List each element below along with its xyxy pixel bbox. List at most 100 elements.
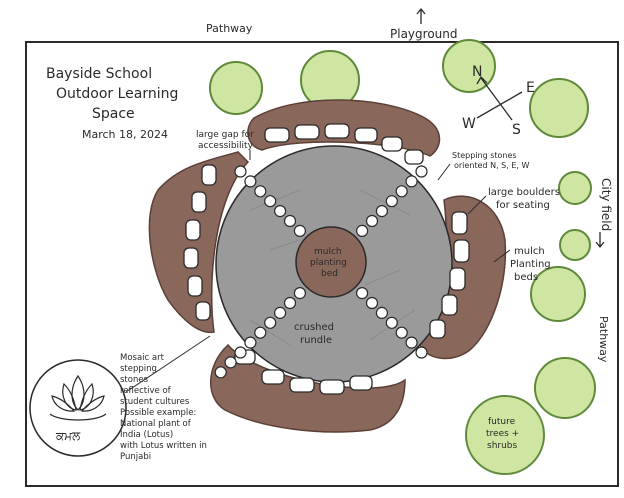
- stepping-stone: [395, 185, 408, 198]
- boulder: [185, 219, 201, 241]
- center-label-2: planting: [310, 258, 347, 268]
- compass-n: N: [472, 64, 482, 80]
- mosaic-leader: [125, 335, 211, 393]
- title-line-2: Outdoor Learning: [56, 86, 178, 102]
- city-field-label: City field: [599, 178, 613, 231]
- crushed-label-2: rundle: [300, 335, 332, 346]
- title-block: Bayside School Outdoor Learning Space Ma…: [46, 66, 178, 141]
- gap-label-1: large gap for: [196, 130, 254, 140]
- tree-6: [559, 229, 591, 261]
- mosaic-note-line: Mosaic art: [120, 353, 165, 363]
- boulder: [261, 369, 285, 385]
- center-planting-bed: [295, 226, 367, 298]
- mulch-right-label-2: Planting: [510, 259, 551, 270]
- boulder: [441, 294, 458, 316]
- stepping-stone: [234, 165, 247, 178]
- tree-5: [558, 171, 592, 205]
- stones-leader: [437, 163, 451, 181]
- stepping-stone: [283, 214, 297, 228]
- stepping-stone: [375, 205, 388, 218]
- title-line-3: Space: [92, 106, 135, 122]
- site-boundary: [25, 41, 619, 487]
- center-label-1: mulch: [314, 247, 342, 257]
- stepping-stone: [234, 346, 247, 359]
- stepping-stone: [214, 366, 227, 379]
- mosaic-note-line: student cultures: [120, 397, 190, 407]
- tree-8: [534, 357, 596, 419]
- tree-7: [530, 266, 586, 322]
- tree-9: [465, 395, 545, 475]
- boulder: [429, 319, 446, 339]
- stepping-stone: [405, 175, 418, 188]
- stepping-stone: [385, 195, 398, 208]
- mosaic-note-line: reflective of: [120, 386, 172, 396]
- gap-label-2: accessibility: [198, 141, 254, 151]
- mosaic-note-line: National plant of: [120, 419, 192, 429]
- compass-ew-line: [476, 91, 523, 119]
- boulder: [449, 267, 466, 291]
- stones-label-1: Stepping stones: [452, 151, 517, 160]
- mosaic-note-line: Punjabi: [120, 452, 151, 462]
- compass-w: W: [462, 116, 476, 132]
- boulder: [264, 127, 290, 143]
- stepping-stone: [244, 336, 257, 349]
- boulder: [349, 375, 373, 391]
- mulch-right-label-3: beds: [514, 272, 538, 283]
- stepping-stone: [254, 326, 267, 339]
- mosaic-note-line: Possible example:: [120, 408, 196, 418]
- compass-north-arrow: [476, 75, 488, 85]
- boulder: [201, 164, 217, 186]
- tree-1: [209, 61, 263, 115]
- boulders: [183, 123, 470, 395]
- stepping-stone: [293, 224, 306, 237]
- stepping-stone: [356, 287, 369, 300]
- title-line-1: Bayside School: [46, 66, 152, 82]
- stones-label-2: oriented N, S, E, W: [454, 161, 529, 170]
- stepping-stone: [356, 224, 369, 237]
- stepping-stone: [274, 306, 287, 319]
- playground-label: Playground: [390, 27, 457, 41]
- boulder: [187, 275, 203, 297]
- boulder: [183, 247, 199, 269]
- trees: [209, 39, 596, 475]
- boulder: [451, 211, 468, 235]
- mosaic-note-line: India (Lotus): [120, 430, 173, 440]
- boulders-label-2: for seating: [496, 200, 550, 211]
- lotus-mosaic-sketch: ਕਮਲ: [29, 335, 211, 457]
- stepping-stone: [274, 205, 287, 218]
- stepping-stone: [415, 165, 428, 178]
- boulder: [319, 379, 345, 395]
- mosaic-note-line: stones: [120, 375, 149, 385]
- mulch-right-leader: [493, 249, 511, 263]
- future-label-1: future: [488, 417, 516, 427]
- stepping-stone: [415, 346, 428, 359]
- mulch-right-label-1: mulch: [514, 246, 545, 257]
- boulder: [404, 149, 424, 165]
- boulder: [354, 127, 378, 143]
- top-pathway-label: Pathway: [206, 22, 253, 35]
- right-pathway-label: Pathway: [597, 316, 610, 363]
- center-label-3: bed: [321, 269, 338, 279]
- mosaic-note-line: stepping: [120, 364, 157, 374]
- tree-3: [442, 39, 496, 93]
- stepping-stone: [244, 175, 257, 188]
- title-date: March 18, 2024: [82, 128, 168, 141]
- compass-e: E: [526, 80, 535, 96]
- boulder: [453, 239, 470, 263]
- boulder: [195, 301, 211, 321]
- stepping-stone: [365, 214, 379, 228]
- boulder: [294, 124, 320, 140]
- stepping-stone: [224, 356, 237, 369]
- boulder: [191, 191, 207, 213]
- future-label-3: shrubs: [487, 441, 518, 451]
- stepping-stone: [405, 336, 418, 349]
- tree-4: [529, 78, 589, 138]
- lotus-icon: [49, 374, 107, 421]
- stepping-stone: [264, 195, 277, 208]
- crushed-label-1: crushed: [294, 322, 334, 333]
- mosaic-note-line: with Lotus written in: [120, 441, 207, 451]
- mosaic-circle: [29, 359, 127, 457]
- stepping-stone: [254, 185, 267, 198]
